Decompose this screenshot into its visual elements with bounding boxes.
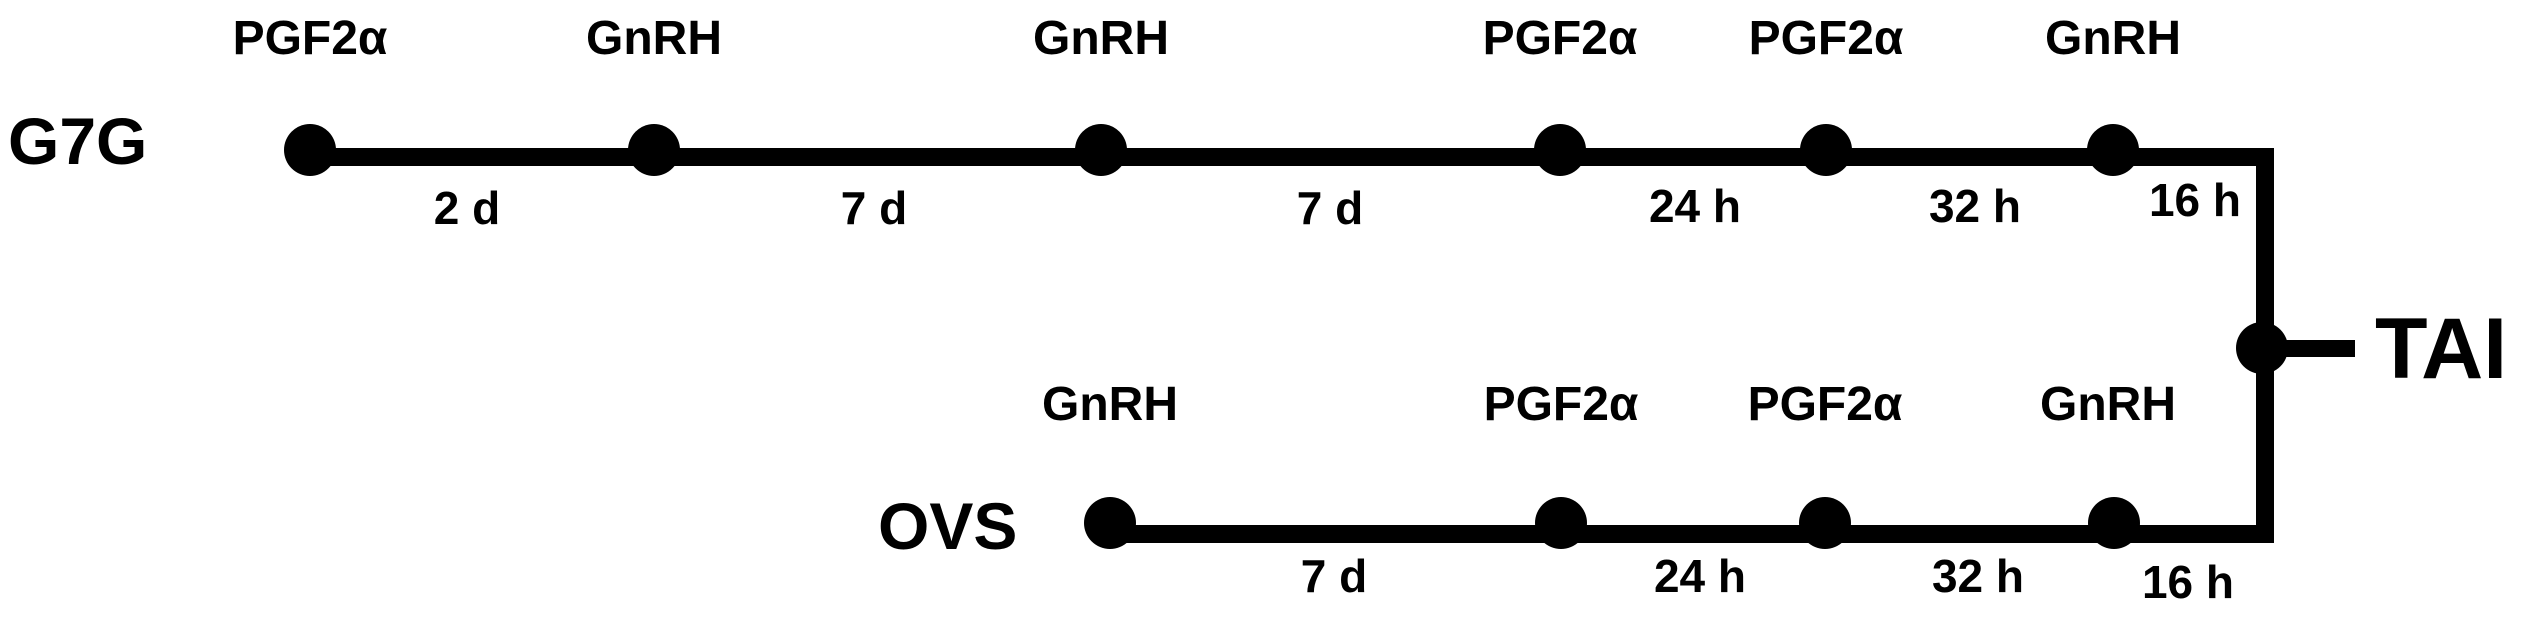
g7g-timeline-line <box>310 148 2274 166</box>
interval-label: 32 h <box>1928 180 2022 232</box>
event-dot <box>2087 124 2139 176</box>
event-dot <box>1084 497 1136 549</box>
event-dot <box>284 124 336 176</box>
event-dot <box>1534 124 1586 176</box>
event-label: GnRH <box>2040 378 2176 431</box>
row-label-ovs: OVS <box>878 489 1018 563</box>
interval-label: 7 d <box>1300 550 1368 602</box>
interval-label: 2 d <box>433 182 501 234</box>
event-dot <box>1535 497 1587 549</box>
row-label-g7g: G7G <box>8 104 148 178</box>
tai-tick-line <box>2285 340 2355 357</box>
event-label: GnRH <box>1042 378 1178 431</box>
event-dot <box>1799 497 1851 549</box>
interval-label: 7 d <box>840 182 908 234</box>
event-label: GnRH <box>586 12 722 65</box>
event-dot <box>1075 124 1127 176</box>
tai-dot <box>2236 322 2288 374</box>
event-label: PGF2α <box>232 12 388 65</box>
event-label: GnRH <box>2045 12 2181 65</box>
tai-label: TAI <box>2375 301 2508 397</box>
interval-label: 32 h <box>1931 550 2025 602</box>
ovs-timeline-line <box>1110 525 2274 543</box>
event-label: PGF2α <box>1482 12 1638 65</box>
event-label: GnRH <box>1033 12 1169 65</box>
interval-label: 24 h <box>1648 180 1742 232</box>
event-dot <box>2088 497 2140 549</box>
event-label: PGF2α <box>1748 12 1904 65</box>
interval-label: 24 h <box>1653 550 1747 602</box>
interval-label: 16 h <box>2148 174 2242 226</box>
interval-label: 16 h <box>2141 556 2235 608</box>
interval-label: 7 d <box>1296 182 1364 234</box>
event-dot <box>1800 124 1852 176</box>
event-label: PGF2α <box>1483 378 1639 431</box>
event-label: PGF2α <box>1747 378 1903 431</box>
event-dot <box>628 124 680 176</box>
